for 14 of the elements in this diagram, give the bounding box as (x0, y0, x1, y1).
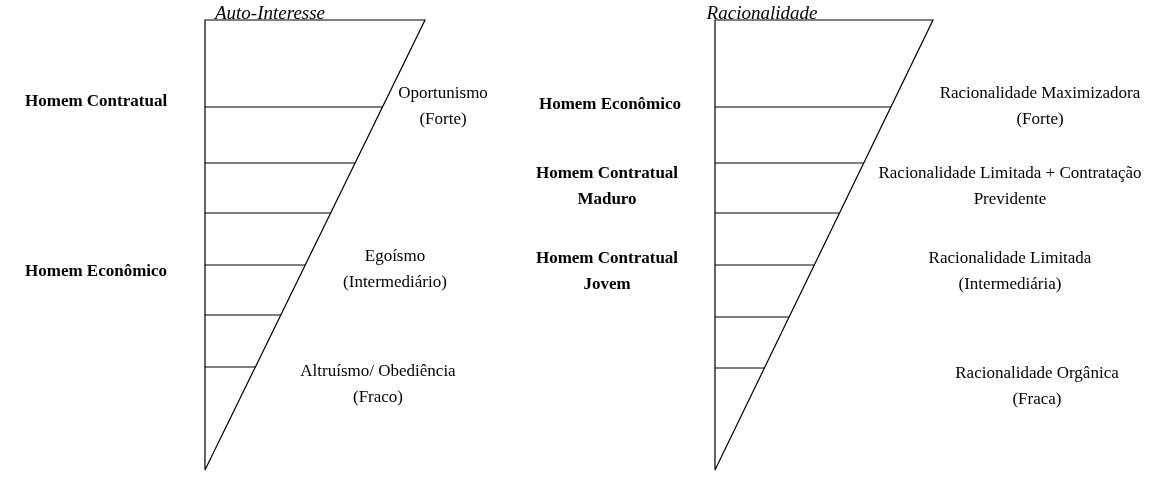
level-label: Egoísmo (Intermediário) (342, 245, 448, 293)
level-label: Racionalidade Orgânica (Fraca) (954, 362, 1120, 410)
level-label: Altruísmo/ Obediência (Fraco) (299, 360, 457, 408)
level-label: Oportunismo (Forte) (397, 82, 489, 130)
category-label: Homem Econômico (537, 93, 683, 115)
category-label: Homem Contratual (25, 90, 169, 112)
scale-title: Auto-Interesse (213, 1, 327, 25)
category-label: Homem Econômico (25, 260, 169, 282)
level-label: Racionalidade Limitada (Intermediária) (927, 247, 1093, 295)
category-label: Homem Contratual Jovem (534, 247, 680, 295)
category-label: Homem Contratual Maduro (534, 162, 680, 210)
level-label: Racionalidade Maximizadora (Forte) (938, 82, 1142, 130)
level-label: Racionalidade Limitada + Contratação Previdente (877, 162, 1143, 210)
scale-title: Racionalidade (705, 1, 819, 25)
